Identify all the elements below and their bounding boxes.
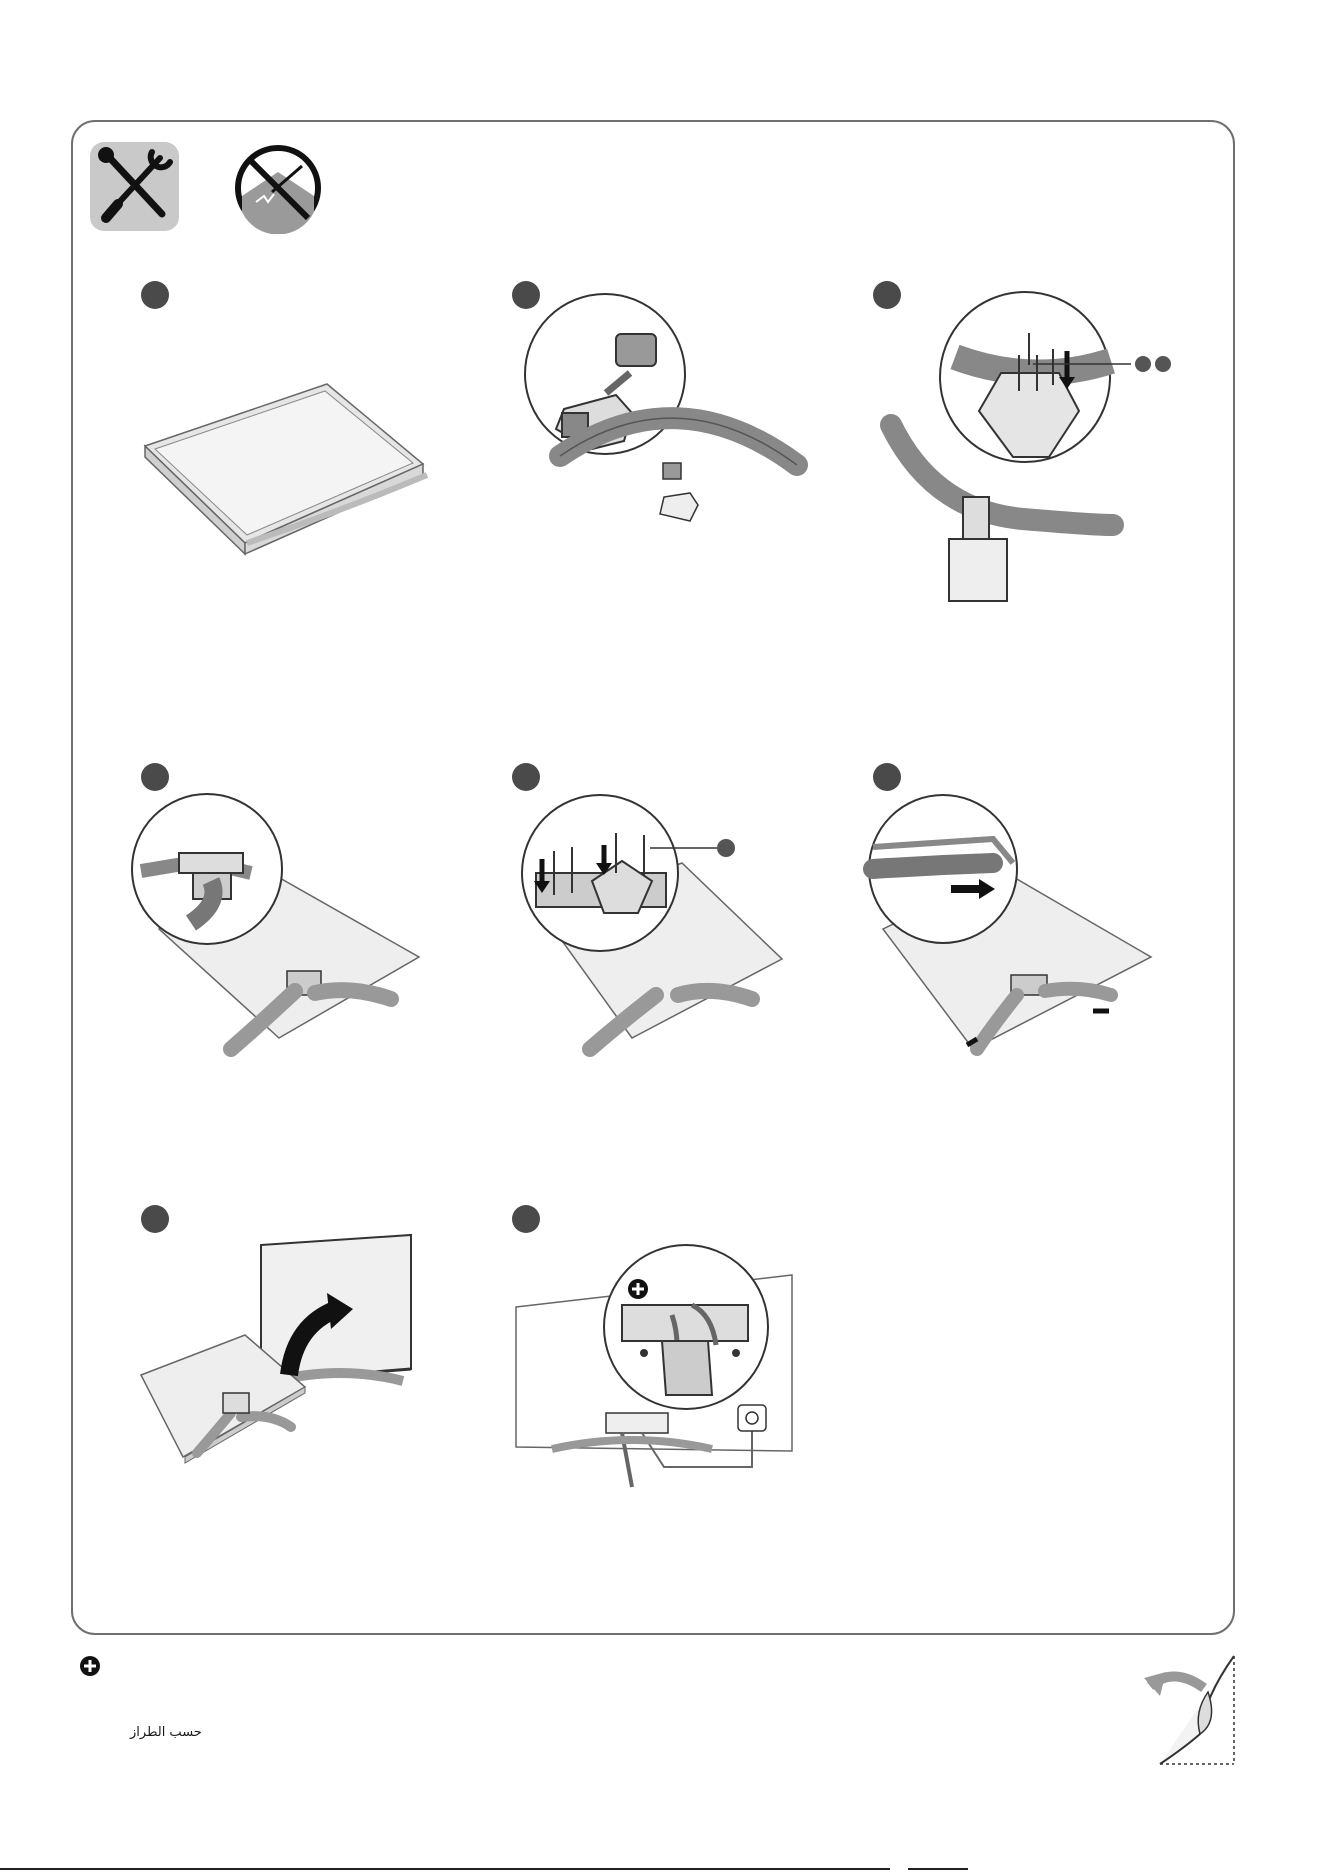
tv-face-down-on-cushion-icon [141,281,471,561]
tv-lift-upright-icon [141,1205,471,1505]
stand-screw-attach-icon [873,281,1193,621]
bottom-rule [0,1868,890,1870]
stand-bracket-insert-icon [141,763,471,1063]
no-hard-surface-icon [232,142,324,234]
turn-page-icon [1144,1652,1236,1770]
bottom-rule-short [908,1868,968,1870]
plus-note-icon [79,1655,101,1677]
model-dependent-note: حسب الطراز [130,1725,202,1740]
step-6 [873,763,1203,1123]
step-7 [141,1205,471,1565]
cable-management-icon [512,1205,842,1505]
step-2 [512,281,842,641]
step-4 [141,763,471,1123]
stand-cap-remove-icon [512,281,812,611]
step-3 [873,281,1203,641]
stand-arms-slide-icon [873,763,1203,1063]
step-1 [141,281,471,641]
tools-icon [90,142,179,231]
step-8 [512,1205,842,1565]
bracket-screws-icon [512,763,842,1063]
step-5 [512,763,842,1123]
